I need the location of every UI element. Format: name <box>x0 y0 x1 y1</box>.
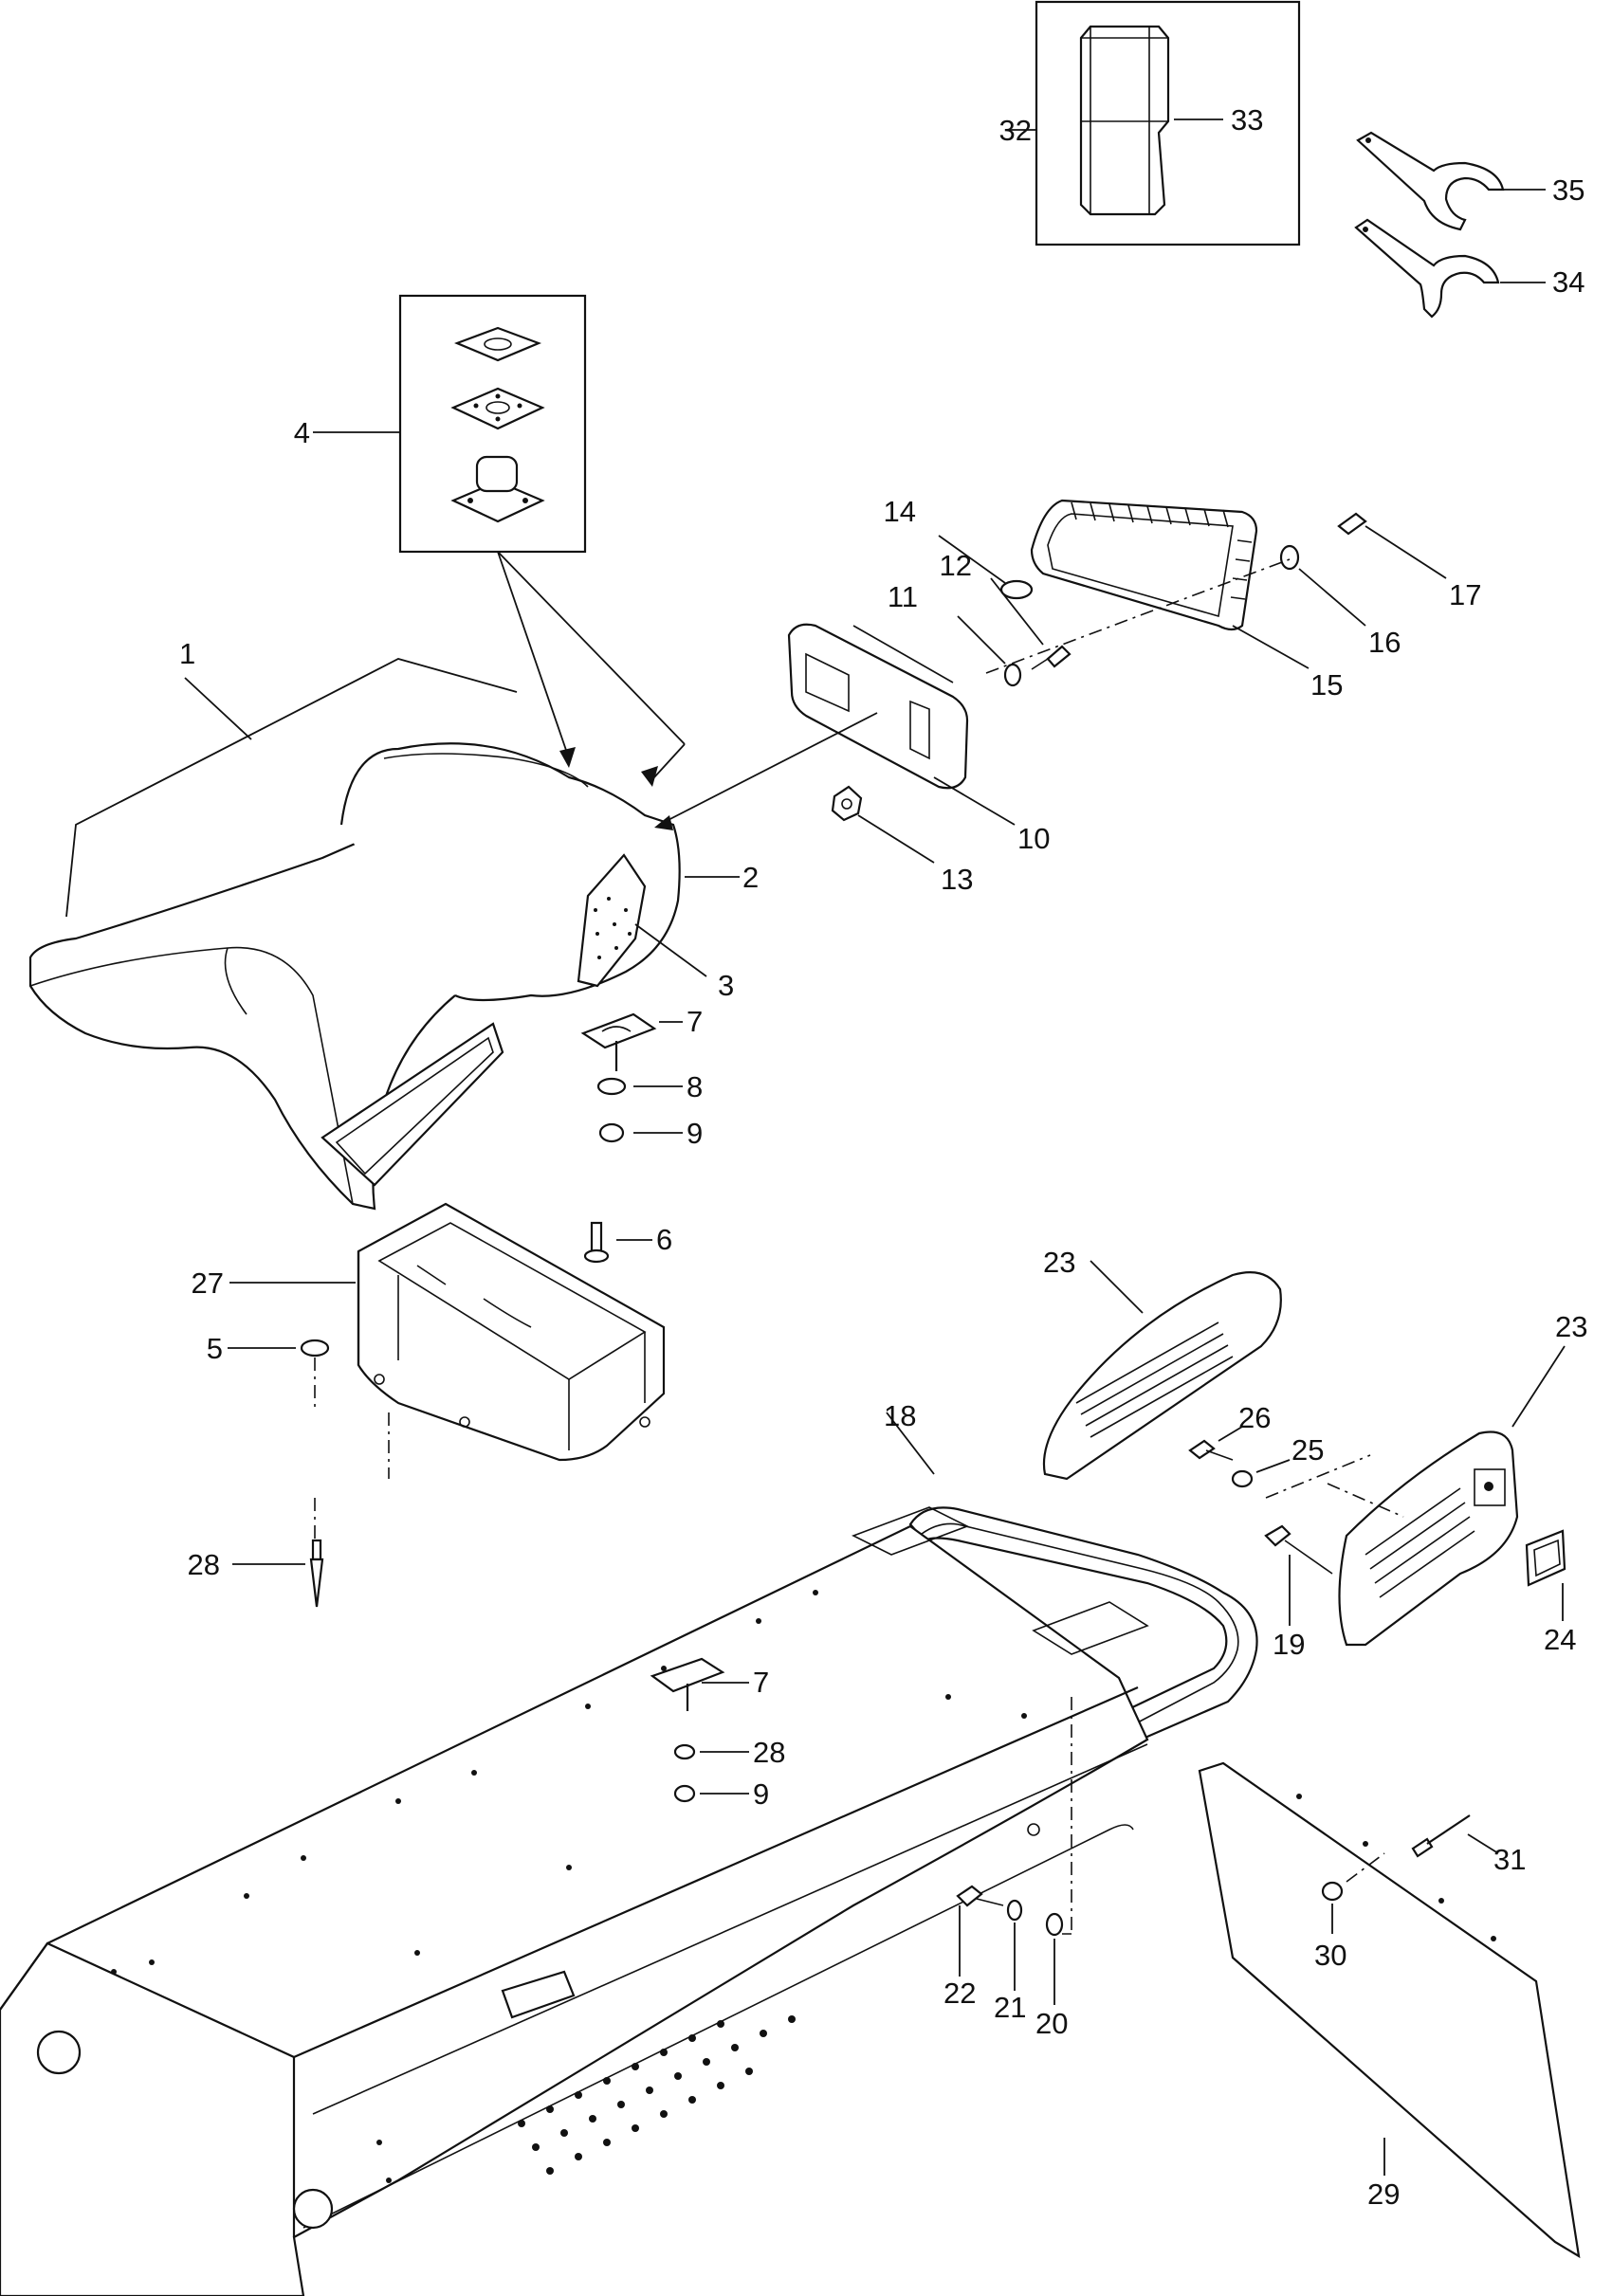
part-11-washer <box>957 615 1022 687</box>
callout-35: 35 <box>1552 173 1585 207</box>
part-5-washer <box>228 1339 390 1540</box>
part-9-nut-upper <box>598 1122 683 1143</box>
callout-13: 13 <box>941 863 973 896</box>
assembly-axis-bolt <box>1062 1697 1072 1935</box>
callout-7-upper: 7 <box>687 1005 703 1038</box>
callout-10: 10 <box>1017 822 1050 855</box>
part-1-seat <box>28 658 681 1211</box>
part-7-latch-upper <box>580 1012 683 1071</box>
part-34-wrench <box>1354 218 1546 319</box>
part-16-washer <box>1279 544 1366 627</box>
callout-34: 34 <box>1552 265 1585 299</box>
callout-8: 8 <box>687 1070 703 1103</box>
assembly-axis-cover <box>1265 1454 1404 1518</box>
callout-21: 21 <box>994 1991 1026 2024</box>
part-24-reflector <box>1525 1529 1566 1621</box>
callout-3: 3 <box>718 969 734 1002</box>
callout-12: 12 <box>940 549 972 582</box>
part-25-washer <box>1231 1459 1291 1488</box>
callout-14: 14 <box>884 495 916 528</box>
part-10-light-housing <box>654 623 1016 830</box>
part-35-wrench <box>1356 131 1546 231</box>
part-15-lens <box>1030 499 1310 669</box>
callout-11: 11 <box>888 580 918 613</box>
callout-27: 27 <box>192 1266 224 1300</box>
part-17-screw <box>1337 512 1447 579</box>
part-31-rivet <box>1411 1814 1499 1858</box>
callout-28-upper: 28 <box>188 1548 220 1581</box>
callout-6: 6 <box>656 1223 672 1256</box>
part-21-lock-washer <box>1006 1899 1023 1991</box>
callout-9-upper: 9 <box>687 1117 703 1150</box>
callout-29: 29 <box>1367 2178 1400 2211</box>
callout-23-right: 23 <box>1555 1310 1587 1343</box>
part-28-rivet-upper <box>232 1539 324 1608</box>
callout-28-lower: 28 <box>753 1736 785 1769</box>
callout-15: 15 <box>1310 668 1343 702</box>
part-6-pin <box>583 1221 652 1264</box>
callout-19: 19 <box>1273 1628 1305 1661</box>
callout-labels: 1 2 3 4 5 6 7 7 8 9 9 10 11 12 13 14 15 … <box>179 103 1587 2211</box>
callout-33: 33 <box>1231 103 1263 137</box>
part-13-nut <box>831 785 935 864</box>
callout-2: 2 <box>742 861 759 894</box>
part-22-bolt <box>956 1885 1004 1977</box>
callout-7-lower: 7 <box>753 1666 769 1699</box>
tunnel-chassis <box>0 1506 1149 2296</box>
callout-24: 24 <box>1544 1623 1576 1656</box>
part-3-perforated-panel <box>577 853 707 988</box>
callout-1: 1 <box>179 637 195 670</box>
callout-4: 4 <box>294 416 310 449</box>
part-30-washer <box>1321 1852 1385 1934</box>
part-19-screw <box>1264 1524 1333 1626</box>
callout-25: 25 <box>1291 1433 1324 1467</box>
callout-16: 16 <box>1368 626 1401 659</box>
part-14-bulb <box>938 535 1034 600</box>
part-32-kit-box <box>1035 0 1301 246</box>
part-8-washer <box>596 1077 683 1096</box>
part-18-grab-handle <box>886 1412 1258 1751</box>
callout-31: 31 <box>1493 1843 1526 1876</box>
part-4-latch-kit-box <box>313 294 686 787</box>
part-20-washer <box>1045 1912 1064 2005</box>
part-23-cover-left <box>1042 1260 1282 1481</box>
callout-17: 17 <box>1449 578 1481 611</box>
part-9-nut-lower <box>673 1784 749 1803</box>
part-28-washer-lower <box>673 1743 749 1760</box>
callout-9-lower: 9 <box>753 1777 769 1811</box>
callout-22: 22 <box>943 1977 976 2010</box>
part-12-screw <box>990 577 1072 670</box>
part-23-cover-right <box>1338 1345 1566 1647</box>
callout-5: 5 <box>207 1332 223 1365</box>
part-26-screw <box>1188 1426 1243 1461</box>
callout-18: 18 <box>884 1399 916 1432</box>
part-29-snow-flap <box>1198 1761 1581 2259</box>
part-7-latch-lower <box>650 1657 749 1711</box>
callout-23-left: 23 <box>1043 1246 1075 1279</box>
callout-26: 26 <box>1238 1401 1271 1434</box>
callout-20: 20 <box>1035 2007 1068 2040</box>
part-27-storage-box <box>229 1202 666 1462</box>
callout-30: 30 <box>1314 1939 1346 1972</box>
